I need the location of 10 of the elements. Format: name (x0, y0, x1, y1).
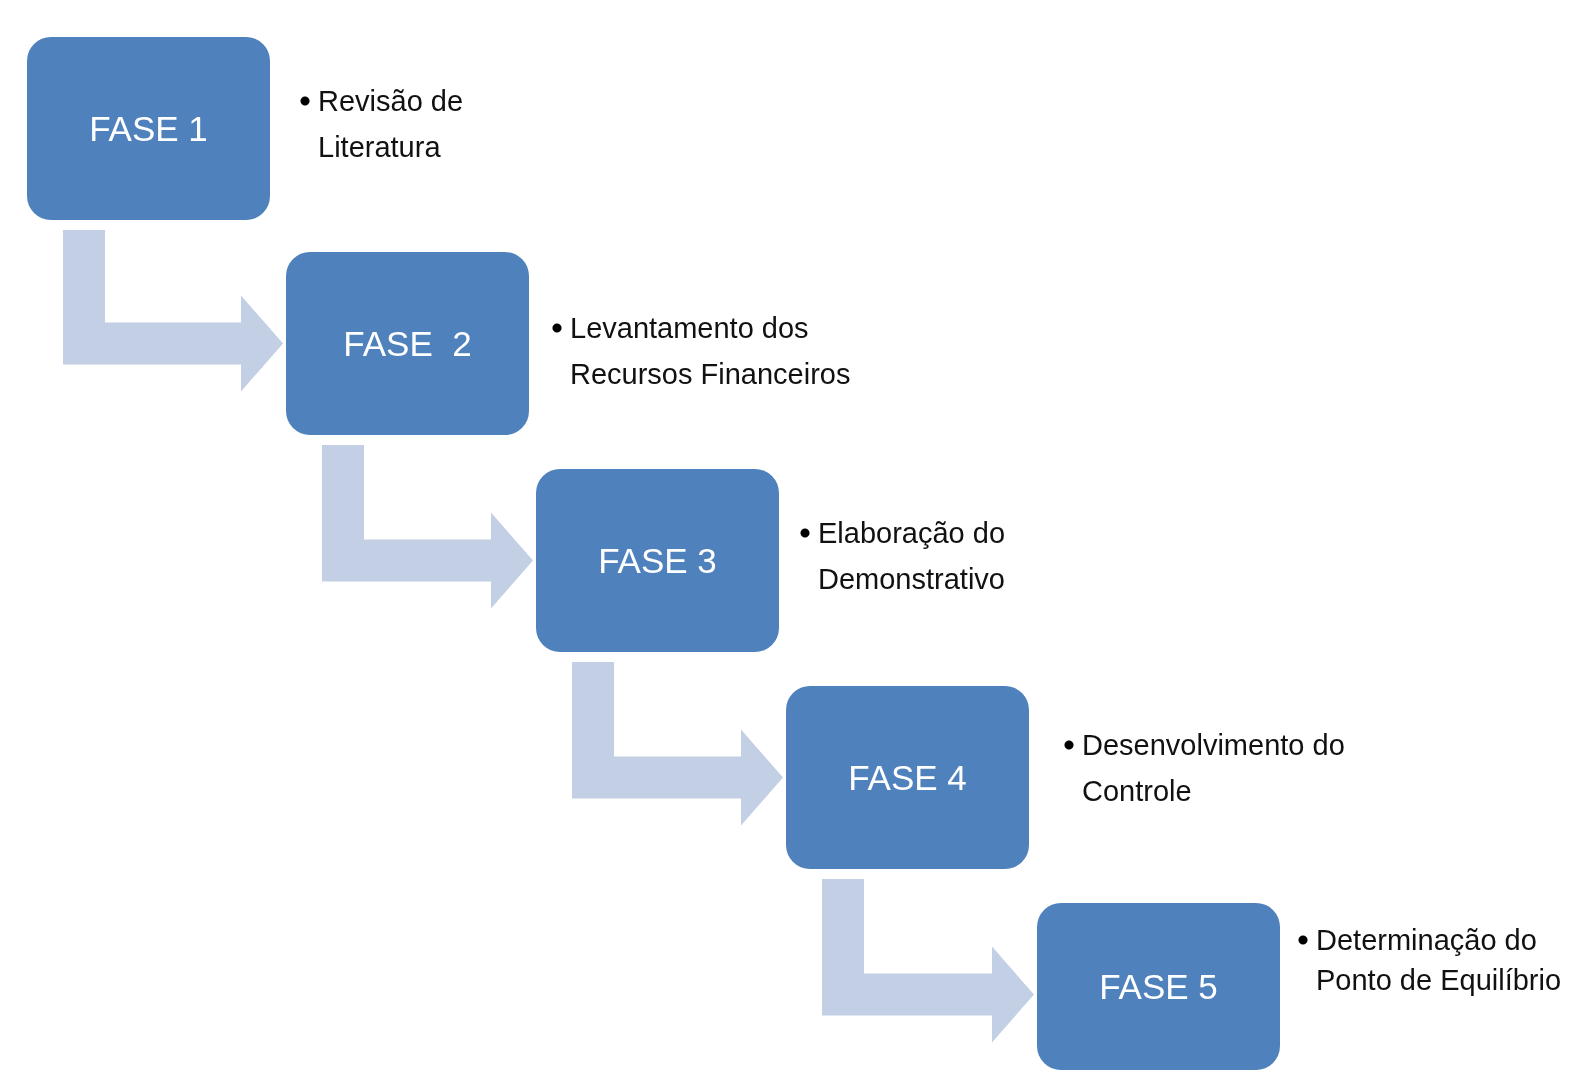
phase-label: FASE 4 (848, 757, 967, 798)
phase-label: FASE 1 (89, 108, 208, 149)
phase-box (1037, 903, 1280, 1070)
phase-label: FASE 5 (1099, 966, 1218, 1007)
phase-label: FASE 2 (343, 323, 472, 364)
phase-box (286, 252, 529, 435)
phase-box (786, 686, 1029, 869)
phase-box (536, 469, 779, 652)
phase-label: FASE 3 (598, 540, 717, 581)
phase-box (27, 37, 270, 220)
